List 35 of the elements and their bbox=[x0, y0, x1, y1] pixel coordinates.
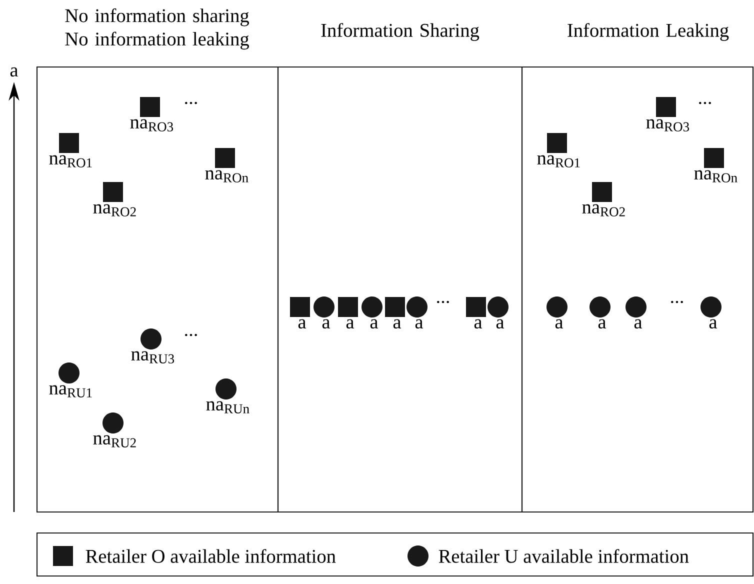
ellipsis: ... bbox=[185, 334, 197, 336]
marker-label: a bbox=[634, 319, 642, 329]
axis-label: a bbox=[10, 67, 18, 77]
marker-label: a bbox=[496, 319, 504, 329]
panel-heading: Information Leaking bbox=[568, 23, 729, 41]
marker-label: a bbox=[555, 319, 564, 329]
marker-label: na$_{RU3}$ bbox=[131, 351, 174, 364]
marker-label: a bbox=[393, 319, 402, 329]
marker-label: na$_{ROn}$ bbox=[205, 170, 248, 182]
marker-label: na$_{RO2}$ bbox=[93, 204, 136, 216]
marker-label: na$_{RO3}$ bbox=[646, 119, 690, 132]
legend-text: Retailer O available information bbox=[86, 549, 336, 563]
marker-label: a bbox=[322, 319, 330, 329]
marker-label: a bbox=[346, 319, 354, 329]
marker-label: na$_{RO2}$ bbox=[582, 204, 625, 216]
marker-label: a bbox=[474, 319, 482, 329]
marker-label: na$_{RO1}$ bbox=[49, 155, 92, 168]
legend-text: Retailer U available information bbox=[438, 549, 689, 563]
marker-label: na$_{RUn}$ bbox=[206, 401, 250, 414]
marker-label: a bbox=[298, 319, 306, 329]
ellipsis: ... bbox=[185, 102, 197, 104]
ellipsis: ... bbox=[437, 300, 449, 304]
panel-heading: No information sharing No information leaking bbox=[65, 8, 249, 50]
marker-label: na$_{RU2}$ bbox=[93, 435, 136, 448]
marker-label: a bbox=[598, 319, 606, 329]
marker-label: na$_{RO1}$ bbox=[537, 155, 580, 168]
marker-label: a bbox=[370, 319, 378, 329]
marker-label: a bbox=[415, 319, 424, 329]
marker-label: na$_{RO3}$ bbox=[130, 119, 174, 132]
marker-label: na$_{ROn}$ bbox=[694, 170, 738, 182]
ellipsis: ... bbox=[671, 300, 683, 304]
marker-label: a bbox=[709, 319, 718, 329]
marker-label: na$_{RU1}$ bbox=[49, 385, 92, 398]
ellipsis: ... bbox=[699, 102, 711, 104]
panel-heading: Information Sharing bbox=[321, 23, 480, 41]
